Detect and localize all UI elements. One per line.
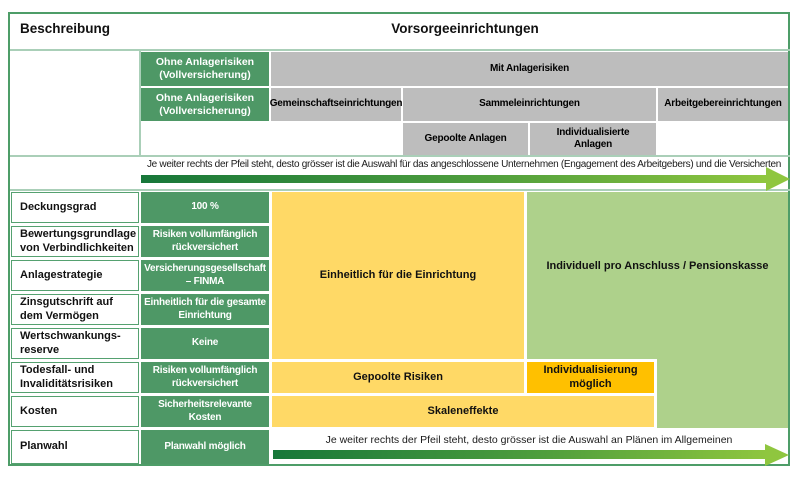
row-label-kosten: Kosten: [11, 396, 139, 427]
header-gepoolte-anlagen: Gepoolte Anlagen: [403, 123, 528, 155]
row-label-anlagestrategie: Anlagestrategie: [11, 260, 139, 291]
row-label-wertschwankungsreserve: Wertschwankungs-reserve: [11, 328, 139, 359]
row-value-bewertungsgrundlage: Risiken vollumfänglich rückversichert: [141, 226, 269, 257]
header-mit-anlagerisiken: Mit Anlagerisiken: [271, 52, 788, 86]
bottom-arrow-head-icon: [765, 444, 789, 466]
block-einheitlich: Einheitlich für die Einrichtung: [272, 192, 524, 359]
row-label-deckungsgrad: Deckungsgrad: [11, 192, 139, 223]
column-divider-line: [139, 51, 141, 156]
header-bottom-line: [10, 155, 790, 157]
title-divider-line: [10, 49, 790, 51]
top-arrow-caption: Je weiter rechts der Pfeil steht, desto …: [146, 159, 781, 170]
header-ohne-anlagerisiken-2: Ohne Anlagerisiken (Vollversicherung): [141, 88, 269, 121]
row-value-deckungsgrad: 100 %: [141, 192, 269, 223]
arrow-row-bottom-line: [10, 189, 790, 191]
row-value-wertschwankungsreserve: Keine: [141, 328, 269, 359]
bottom-arrow-caption: Je weiter rechts der Pfeil steht, desto …: [325, 434, 733, 446]
table-outer-border: [8, 12, 790, 466]
row-label-zinsgutschrift: Zinsgutschrift auf dem Vermögen: [11, 294, 139, 325]
page-title-left: Beschreibung: [20, 21, 111, 36]
row-label-planwahl: Planwahl: [11, 430, 139, 464]
top-arrow-bar: [141, 175, 767, 183]
top-arrow-head-icon: [766, 167, 790, 191]
header-individualisierte-anlagen: Individualisierte Anlagen: [530, 123, 656, 155]
row-value-anlagestrategie: Versicherungsgesellschaft – FINMA: [141, 260, 269, 291]
header-ohne-anlagerisiken-1: Ohne Anlagerisiken (Vollversicherung): [141, 52, 269, 86]
row-value-planwahl: Planwahl möglich: [141, 430, 269, 464]
row-value-todesfall-invaliditaet: Risiken vollumfänglich rückversichert: [141, 362, 269, 393]
row-label-bewertungsgrundlage: Bewertungsgrundlage von Verbindlichkeite…: [11, 226, 139, 257]
bottom-arrow-bar: [273, 450, 767, 459]
header-arbeitgebereinrichtungen: Arbeitgebereinrichtungen: [658, 88, 788, 121]
block-skaleneffekte: Skaleneffekte: [272, 396, 654, 427]
header-sammeleinrichtungen: Sammeleinrichtungen: [403, 88, 656, 121]
header-gemeinschaftseinrichtungen: Gemeinschaftseinrichtungen: [270, 88, 403, 121]
block-individualisierung-moeglich: Individualisierung möglich: [527, 362, 654, 393]
block-gepoolte-risiken: Gepoolte Risiken: [272, 362, 524, 393]
row-value-kosten: Sicherheitsrelevante Kosten: [141, 396, 269, 427]
row-value-zinsgutschrift: Einheitlich für die gesamte Einrichtung: [141, 294, 269, 325]
page-title-right: Vorsorgeeinrichtungen: [391, 21, 539, 36]
block-individuell-label: Individuell pro Anschluss / Pensionskass…: [546, 260, 769, 272]
row-label-todesfall-invaliditaet: Todesfall- und Invaliditätsrisiken: [11, 362, 139, 393]
